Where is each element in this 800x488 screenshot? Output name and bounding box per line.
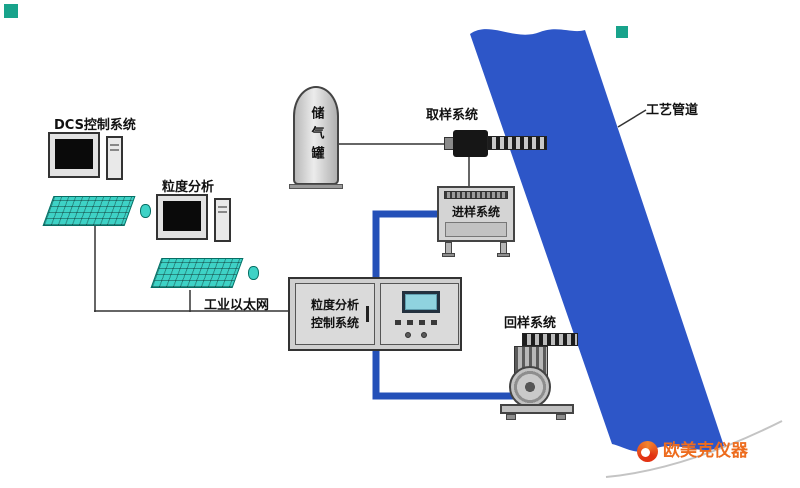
cabinet-button — [407, 320, 413, 325]
brand-logo-icon — [637, 441, 658, 462]
return-pump-base — [500, 404, 574, 414]
gas-tank-base — [289, 184, 343, 189]
feeding-foot-left — [442, 253, 455, 257]
cabinet-door: 粒度分析 控制系统 — [295, 283, 375, 345]
cabinet-label-line2: 控制系统 — [310, 315, 359, 330]
pipeline-label: 工艺管道 — [646, 103, 699, 118]
analysis-mouse — [248, 266, 259, 280]
cabinet-label-line1: 粒度分析 — [310, 298, 359, 313]
sampling-label: 取样系统 — [426, 108, 479, 123]
analysis-workstation: 粒度分析 — [150, 176, 302, 301]
sampling-probe-body — [453, 130, 488, 157]
cabinet-door-handle — [366, 306, 369, 322]
return-pump-foot-left — [506, 414, 516, 420]
cabinet-button — [395, 320, 401, 325]
pipeline-leader-line — [617, 109, 647, 128]
analysis-monitor — [156, 194, 208, 240]
analysis-tower-vents — [218, 203, 227, 213]
analysis-keyboard — [150, 258, 244, 288]
feeding-grille — [444, 191, 508, 199]
feeding-label: 进样系统 — [451, 205, 500, 219]
return-pump: 回样系统 — [500, 316, 578, 424]
cabinet-button — [419, 320, 425, 325]
watermark-square-topleft — [4, 4, 18, 18]
feeding-foot-right — [497, 253, 510, 257]
dcs-monitor — [48, 132, 100, 178]
ethernet-label: 工业以太网 — [204, 298, 270, 313]
cabinet-indicator — [421, 332, 427, 338]
sampling-probe-tube — [487, 136, 547, 150]
cabinet-screen — [402, 291, 440, 313]
return-label: 回样系统 — [504, 316, 557, 331]
cabinet-button — [431, 320, 437, 325]
watermark-square-pipe — [616, 26, 628, 38]
dcs-mouse — [140, 204, 151, 218]
return-pump-foot-right — [556, 414, 566, 420]
control-cabinet: 粒度分析 控制系统 — [288, 277, 462, 351]
dcs-tower-vents — [110, 141, 119, 151]
gas-tank: 储气罐 — [293, 86, 339, 185]
cabinet-control-panel — [380, 283, 459, 345]
analysis-tower — [214, 198, 231, 242]
dcs-keyboard — [42, 196, 136, 226]
analysis-monitor-screen — [163, 201, 201, 231]
return-pump-wheel — [509, 366, 551, 408]
return-outlet-tube — [522, 333, 578, 346]
gas-tank-label: 储气罐 — [308, 105, 324, 166]
dcs-monitor-screen — [55, 139, 93, 169]
feeding-unit: 进样系统 — [437, 186, 515, 260]
dcs-tower — [106, 136, 123, 180]
analysis-label: 粒度分析 — [162, 180, 215, 195]
feeding-panel — [445, 222, 507, 237]
feeding-box: 进样系统 — [437, 186, 515, 242]
dcs-workstation: DCS控制系统 — [42, 114, 194, 239]
cabinet-indicator — [405, 332, 411, 338]
brand-name: 欧美克仪器 — [663, 441, 748, 461]
dcs-label: DCS控制系统 — [54, 118, 136, 133]
